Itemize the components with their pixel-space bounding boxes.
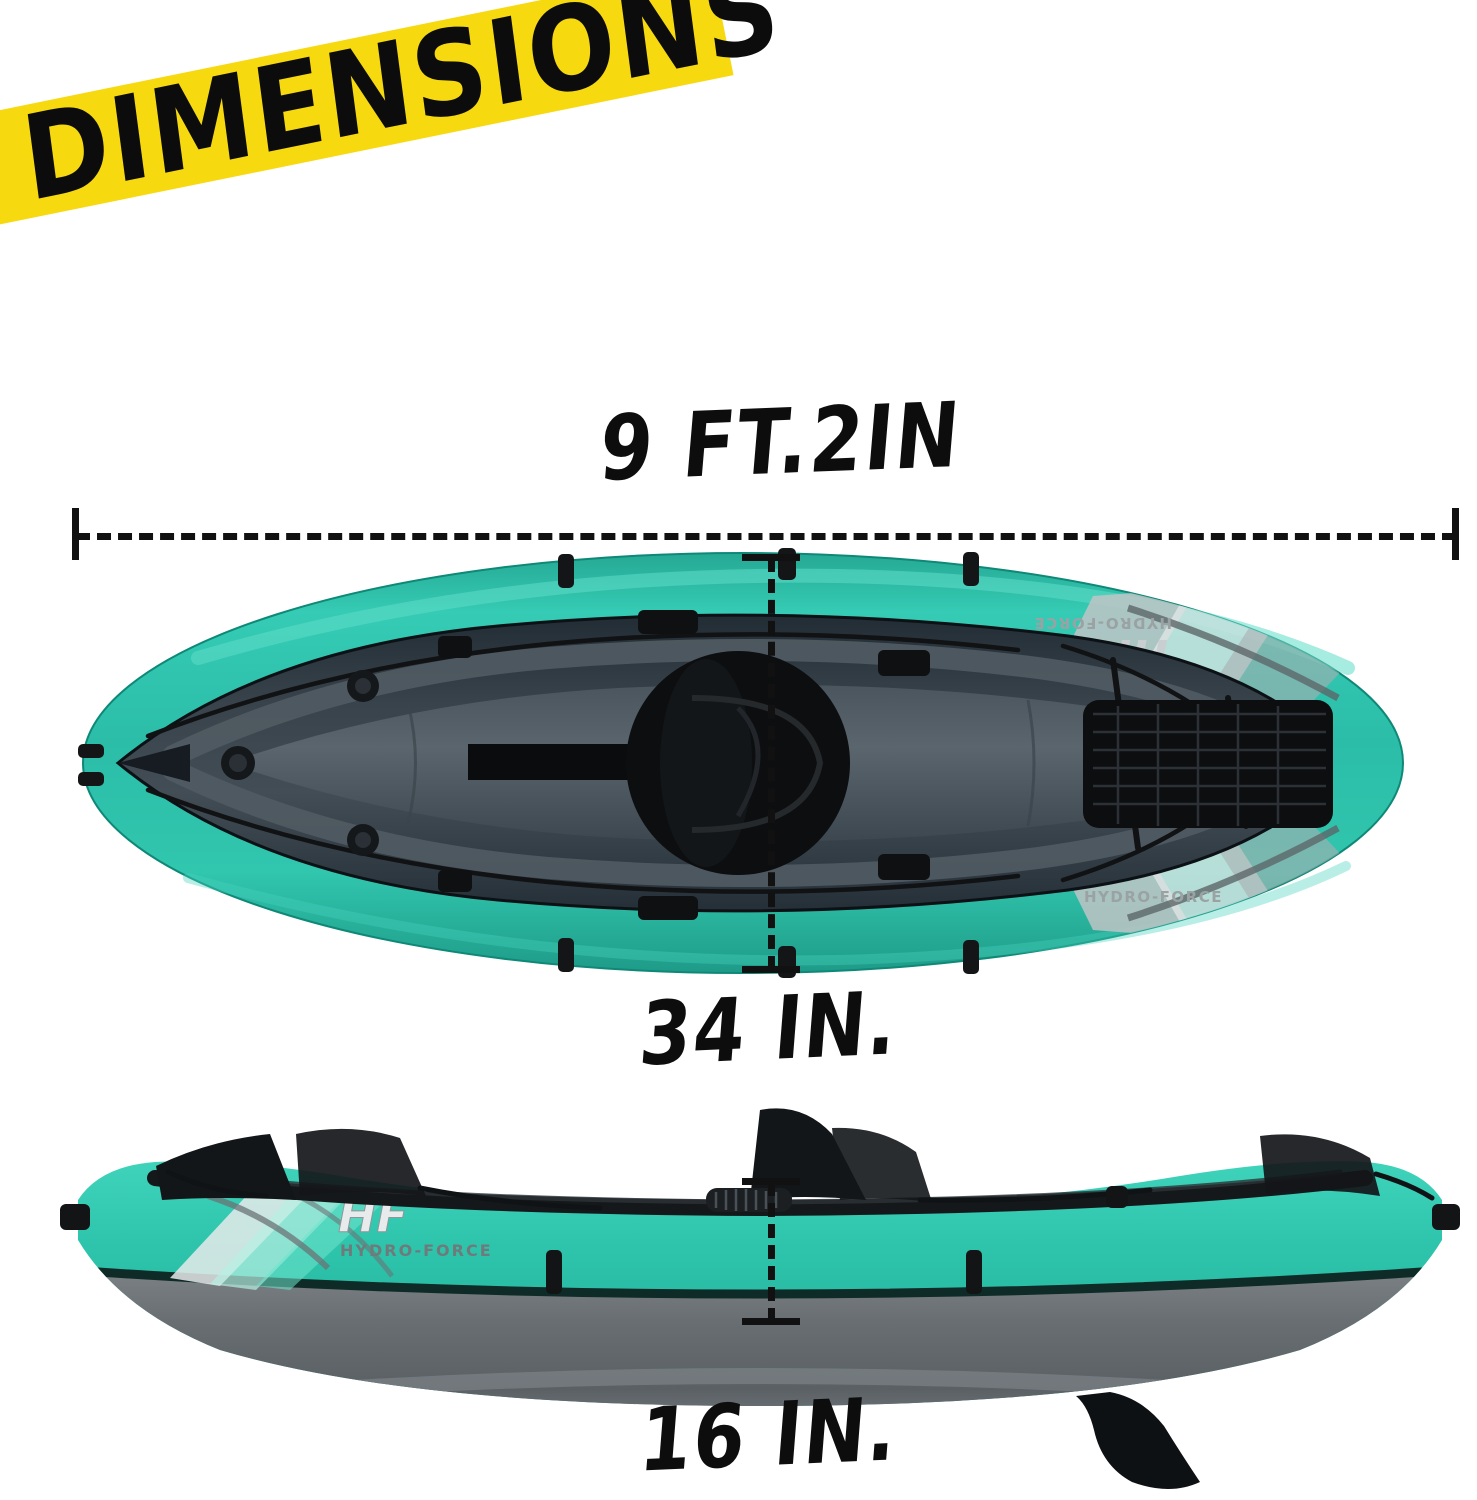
side-grab-handle xyxy=(706,1188,792,1212)
hf-logo-wordmark: HYDRO-FORCE xyxy=(1033,614,1172,632)
side-d-rings xyxy=(60,1186,1460,1294)
height-cap-top xyxy=(742,1178,800,1185)
hf-logo-wordmark-side: HYDRO-FORCE xyxy=(340,1241,493,1260)
kayak-seat xyxy=(626,651,850,875)
length-dimension-line xyxy=(76,533,1456,540)
kayak-side-view: HF HYDRO-FORCE xyxy=(60,1100,1460,1489)
inflation-valves xyxy=(221,670,379,856)
kayak-top-view: HF HYDRO-FORCE HF HYDRO-FORCE xyxy=(78,548,1408,978)
skeg-fin xyxy=(1076,1392,1200,1489)
hf-logo-wordmark-2: HYDRO-FORCE xyxy=(1084,888,1223,906)
floor-label-patch xyxy=(468,744,648,780)
length-cap-right xyxy=(1452,508,1459,560)
length-dimension-label: 9 FT.2IN xyxy=(595,381,966,502)
height-dimension-label: 16 IN. xyxy=(635,1378,903,1492)
interior-buckles xyxy=(438,610,930,920)
dimensions-title-banner: DIMENSIONS xyxy=(0,0,789,246)
height-dimension-line xyxy=(768,1182,775,1322)
page-title: DIMENSIONS xyxy=(15,0,789,229)
width-dimension-label: 34 IN. xyxy=(635,972,903,1086)
height-cap-bottom xyxy=(742,1318,800,1325)
length-cap-left xyxy=(72,508,79,560)
width-cap-top xyxy=(742,554,800,561)
width-cap-bottom xyxy=(742,966,800,973)
width-dimension-line xyxy=(768,558,775,970)
cargo-mesh-net xyxy=(1083,700,1333,828)
side-deck-accessories xyxy=(156,1108,1380,1202)
bow-tip xyxy=(118,744,190,782)
